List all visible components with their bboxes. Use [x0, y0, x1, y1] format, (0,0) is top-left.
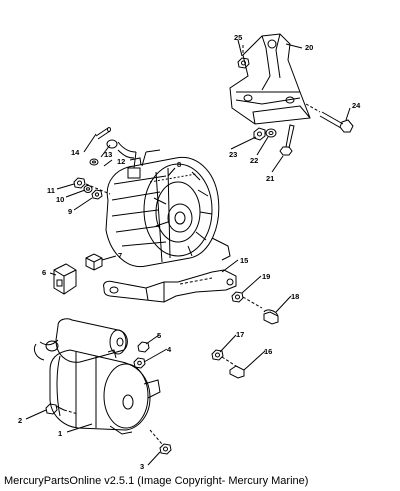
bolt-21: [279, 124, 295, 156]
callout-17: 17: [236, 330, 244, 339]
callout-18: 18: [291, 292, 299, 301]
nut-25: [237, 57, 250, 69]
spacer-7: [85, 253, 103, 271]
callout-19: 19: [262, 272, 270, 281]
callout-8: 8: [177, 160, 181, 169]
bolt-24: [319, 111, 354, 133]
callout-5: 5: [157, 331, 161, 340]
callout-15: 15: [240, 256, 248, 265]
callout-7: 7: [118, 251, 122, 260]
callout-10: 10: [56, 195, 64, 204]
bolt-2: [45, 403, 65, 415]
pin-14: [95, 127, 111, 140]
callout-25: 25: [234, 33, 242, 42]
nut-17: [211, 349, 224, 361]
adjusting-brace: [103, 269, 237, 303]
callout-6: 6: [42, 268, 46, 277]
voltage-regulator: [53, 263, 77, 295]
callout-9: 9: [68, 207, 72, 216]
image-caption: MercuryPartsOnline v2.5.1 (Image Copyrig…: [4, 475, 309, 487]
nut-19: [231, 291, 244, 303]
callout-1: 1: [58, 429, 62, 438]
callout-3: 3: [140, 462, 144, 471]
screw-5: [137, 341, 150, 353]
callout-21: 21: [266, 174, 274, 183]
callout-14: 14: [71, 148, 80, 157]
callout-4: 4: [167, 345, 172, 354]
callout-24: 24: [352, 101, 361, 110]
washer-23: [253, 127, 266, 141]
bolt-16: [229, 365, 245, 379]
callout-2: 2: [18, 416, 22, 425]
alternator: [105, 149, 231, 268]
nut-3: [159, 443, 172, 455]
bolt-18: [263, 309, 279, 325]
alternator-wires: [89, 139, 137, 166]
callout-11: 11: [47, 186, 55, 195]
starter-motor: [33, 318, 161, 435]
washer-10: [83, 185, 93, 193]
callout-16: 16: [264, 347, 272, 356]
nut-11: [73, 177, 86, 189]
callout-13: 13: [104, 150, 112, 159]
alternator-mounting-bracket: [229, 33, 311, 125]
callout-20: 20: [305, 43, 313, 52]
washer-22: [265, 128, 277, 138]
callout-23: 23: [229, 150, 237, 159]
callout-22: 22: [250, 156, 258, 165]
callout-12: 12: [117, 157, 125, 166]
nut-4: [133, 357, 146, 369]
nut-9: [91, 189, 103, 200]
